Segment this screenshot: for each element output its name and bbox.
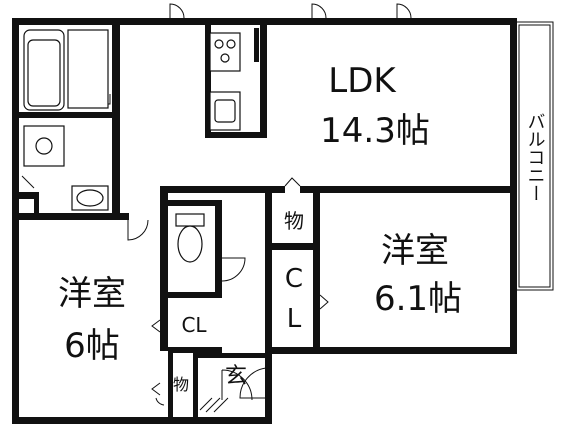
burner-1 bbox=[214, 39, 224, 49]
room-east-size: 6.1帖 bbox=[374, 279, 462, 319]
kitchen-sink-bowl bbox=[214, 99, 236, 123]
stove bbox=[209, 32, 241, 72]
burner-3 bbox=[220, 53, 230, 63]
door-swing-west-room bbox=[127, 219, 149, 241]
ldk-size: 14.3帖 bbox=[320, 111, 430, 151]
door-marker-cl-east bbox=[319, 294, 329, 310]
bathtub-inner bbox=[27, 39, 61, 107]
wash-basin-bowl bbox=[76, 189, 104, 207]
door-swing-storage-lower bbox=[155, 397, 165, 406]
outer-walls bbox=[12, 18, 517, 424]
ldk-name: LDK bbox=[328, 61, 397, 101]
door-marker-storage-lower bbox=[151, 382, 161, 396]
burner-2 bbox=[226, 39, 236, 49]
entrance-label: 玄 bbox=[225, 364, 247, 389]
door-swing-top-1 bbox=[169, 3, 185, 19]
door-swing-entrance-outer bbox=[239, 367, 267, 399]
balcony-label: バルコニー bbox=[525, 112, 546, 202]
washing-machine-drum bbox=[35, 137, 53, 155]
door-marker-ldk bbox=[284, 177, 301, 187]
door-swings bbox=[15, 3, 514, 406]
bath-floor bbox=[67, 29, 109, 109]
wash-room-diagonal bbox=[21, 175, 35, 189]
labels: LDK 14.3帖 洋室 6.1帖 洋室 6帖 物 C L CL 物 玄 バルコ… bbox=[58, 61, 546, 394]
entrance-step-hatch bbox=[199, 397, 229, 413]
balcony-rail-inner bbox=[518, 24, 551, 288]
room-west-name: 洋室 bbox=[58, 274, 126, 314]
storage-lower-label: 物 bbox=[173, 375, 189, 394]
door-swing-toilet bbox=[221, 257, 246, 282]
door-swing-entrance-inner bbox=[221, 369, 253, 401]
fixtures bbox=[23, 29, 241, 413]
room-west-size: 6帖 bbox=[64, 326, 120, 366]
door-swing-top-2 bbox=[311, 3, 327, 19]
storage-upper-label: 物 bbox=[284, 209, 304, 233]
toilet-bowl bbox=[177, 225, 203, 263]
door-swing-top-3 bbox=[396, 3, 412, 19]
closet-east-label-c: C bbox=[285, 264, 303, 294]
room-east-name: 洋室 bbox=[381, 231, 449, 271]
closet-east-label-l: L bbox=[287, 304, 302, 334]
toilet-tank bbox=[175, 213, 205, 227]
door-marker-cl-center bbox=[151, 319, 161, 333]
closet-center-label: CL bbox=[181, 313, 207, 337]
